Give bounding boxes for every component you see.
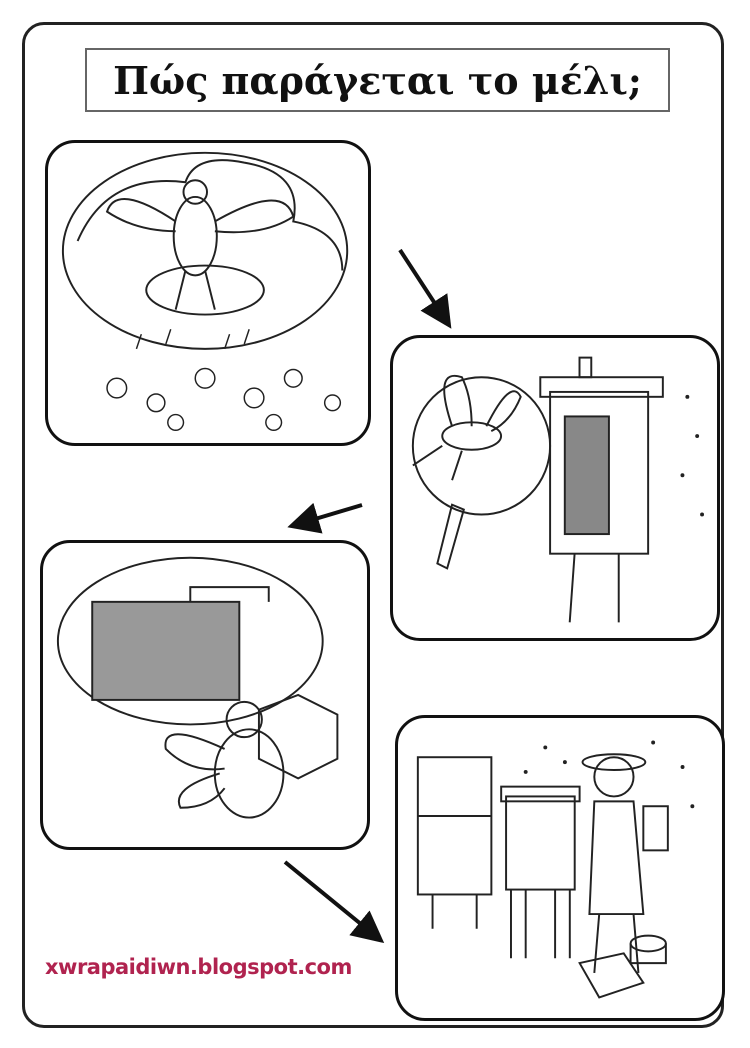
bee-on-flower-illustration: [61, 151, 349, 431]
blog-credit: xwrapaidiwn.blogspot.com: [45, 955, 352, 979]
panel-bee-on-flower: [45, 140, 371, 446]
worksheet-frame: [22, 22, 724, 1028]
beekeeper-at-hives-illustration: [416, 740, 695, 999]
honeycomb-and-bee-illustration: [56, 556, 339, 819]
worksheet-title: Πώς παράγεται το μέλι;: [85, 48, 670, 112]
bee-and-beehive-illustration: [411, 356, 705, 623]
panel-honeycomb-and-bee: [40, 540, 370, 850]
panel-bee-and-beehive: [390, 335, 720, 641]
panel-beekeeper-at-hives: [395, 715, 725, 1021]
